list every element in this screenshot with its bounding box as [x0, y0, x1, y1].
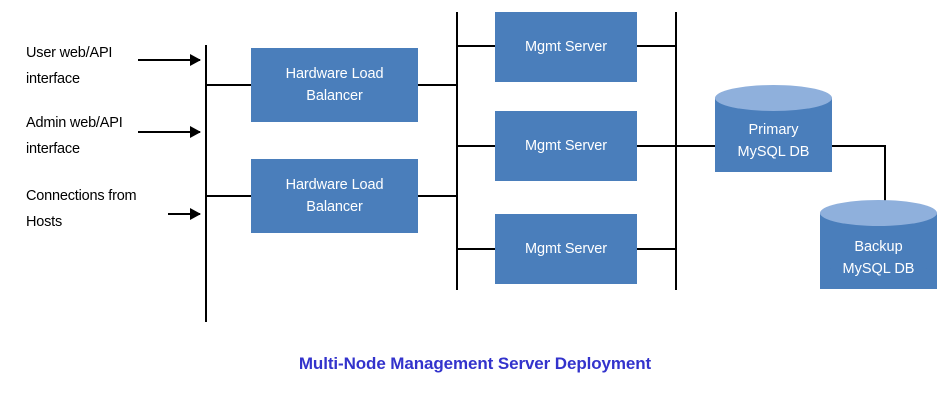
- link-mgmt-2-to-right-bus: [637, 145, 677, 147]
- diagram-caption: Multi-Node Management Server Deployment: [298, 354, 652, 373]
- mgmt-server-3-label: Mgmt Server: [525, 241, 607, 257]
- link-mgmt-1-to-right-bus: [637, 45, 677, 47]
- mgmt-server-2-label: Mgmt Server: [525, 138, 607, 154]
- link-left-bus-to-lb-1: [205, 84, 253, 86]
- link-primary-db-to-backup-db-horizontal: [826, 145, 886, 147]
- link-left-bus-to-lb-2: [205, 195, 253, 197]
- arrow-connections-from-hosts: [168, 208, 201, 220]
- link-middle-bus-to-mgmt-2: [456, 145, 496, 147]
- backup-db-label: Backup MySQL DB: [842, 239, 915, 277]
- mgmt-server-1-label: Mgmt Server: [525, 39, 607, 55]
- primary-db-top-ellipse: [715, 85, 832, 111]
- hardware-load-balancer-1-label: Hardware Load Balancer: [285, 66, 384, 104]
- primary-mysql-db[interactable]: Primary MySQL DB: [715, 85, 832, 185]
- primary-db-label: Primary MySQL DB: [737, 122, 810, 160]
- primary-db-bottom-ellipse: [715, 146, 832, 172]
- hardware-load-balancer-2[interactable]: Hardware Load Balancer: [251, 159, 418, 233]
- backup-db-bottom-ellipse: [820, 263, 937, 289]
- arrow-admin-web-api: [138, 126, 201, 138]
- left-bus-line: [205, 45, 207, 322]
- mgmt-server-3[interactable]: Mgmt Server: [495, 214, 637, 284]
- input-label-connections-from-hosts: Connections from Hosts: [26, 188, 137, 230]
- mgmt-server-1[interactable]: Mgmt Server: [495, 12, 637, 82]
- mgmt-server-2[interactable]: Mgmt Server: [495, 111, 637, 181]
- input-label-user-web-api: User web/API interface: [26, 45, 113, 87]
- link-lb-1-to-middle-bus: [418, 84, 457, 86]
- hardware-load-balancer-1[interactable]: Hardware Load Balancer: [251, 48, 418, 122]
- link-middle-bus-to-mgmt-3: [456, 248, 496, 250]
- link-middle-bus-to-mgmt-1: [456, 45, 496, 47]
- backup-mysql-db[interactable]: Backup MySQL DB: [820, 200, 937, 302]
- hardware-load-balancer-2-label: Hardware Load Balancer: [285, 177, 384, 215]
- backup-db-top-ellipse: [820, 200, 937, 226]
- right-bus-line: [675, 12, 677, 290]
- input-label-admin-web-api: Admin web/API interface: [26, 115, 123, 157]
- link-right-bus-to-primary-db: [675, 145, 723, 147]
- link-lb-2-to-middle-bus: [418, 195, 457, 197]
- link-mgmt-3-to-right-bus: [637, 248, 677, 250]
- link-primary-db-to-backup-db-vertical: [884, 145, 886, 213]
- arrow-user-web-api: [138, 54, 201, 66]
- middle-bus-line: [456, 12, 458, 290]
